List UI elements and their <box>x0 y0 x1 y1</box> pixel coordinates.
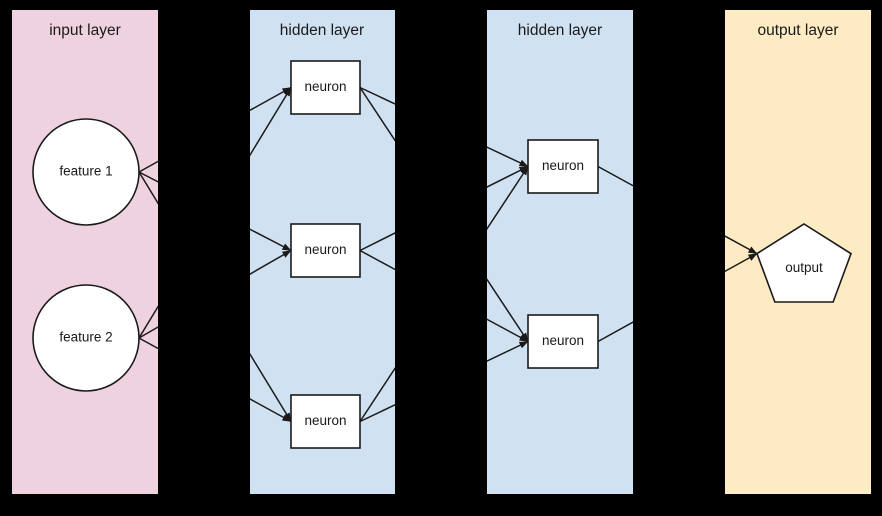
hidden-1-neuron-1-shape[interactable] <box>290 60 361 115</box>
edge-hidden-1-neuron-3-to-hidden-2-neuron-1 <box>359 367 395 422</box>
edge-hidden-1-neuron-3-to-hidden-2-neuron-1 <box>487 166 529 231</box>
hidden-1-neuron-1-label: neuron <box>304 79 346 94</box>
layer-title-input-layer: input layer <box>49 22 121 39</box>
node-hidden-1-neuron-2[interactable]: neuron <box>290 223 361 278</box>
layer-title-hidden-layer-1: hidden layer <box>280 22 364 39</box>
output-node-label: output <box>785 260 823 275</box>
edge-feature-1-to-hidden-1-neuron-1 <box>250 86 292 112</box>
node-hidden-2-neuron-2[interactable]: neuron <box>527 314 599 369</box>
hidden-2-neuron-1-shape[interactable] <box>527 139 599 194</box>
node-output-node[interactable]: output <box>756 223 852 303</box>
layer-band-input-layer <box>12 10 158 494</box>
edge-hidden-2-neuron-2-to-output-node <box>725 252 758 273</box>
edge-hidden-1-neuron-1-to-hidden-2-neuron-1 <box>359 86 395 105</box>
edge-hidden-1-neuron-2-to-hidden-2-neuron-2 <box>487 318 529 343</box>
edge-feature-1-to-hidden-1-neuron-2 <box>250 228 292 252</box>
edge-hidden-1-neuron-2-to-hidden-2-neuron-2 <box>359 249 395 271</box>
hidden-2-neuron-2-shape[interactable] <box>527 314 599 369</box>
edge-feature-2-to-hidden-1-neuron-2 <box>250 249 292 275</box>
node-hidden-1-neuron-3[interactable]: neuron <box>290 394 361 449</box>
edge-hidden-2-neuron-1-to-output-node <box>725 235 758 255</box>
edge-hidden-1-neuron-1-to-hidden-2-neuron-1 <box>487 146 529 168</box>
nodes-group: feature 1 feature 2 neuron neuron neuron neur… <box>32 60 852 449</box>
edge-feature-1-to-hidden-1-neuron-3 <box>250 352 292 422</box>
layer-title-hidden-layer-2: hidden layer <box>518 22 602 39</box>
hidden-1-neuron-2-label: neuron <box>304 242 346 257</box>
hidden-1-neuron-3-shape[interactable] <box>290 394 361 449</box>
feature-2-label: feature 2 <box>59 330 112 345</box>
feature-2-shape[interactable] <box>32 284 140 392</box>
layer-title-output-layer: output layer <box>758 22 839 39</box>
edge-hidden-1-neuron-3-to-hidden-2-neuron-2 <box>487 340 529 362</box>
edge-group-hidden-layer-2 <box>487 146 633 362</box>
node-hidden-1-neuron-1[interactable]: neuron <box>290 60 361 115</box>
edge-hidden-1-neuron-1-to-hidden-2-neuron-2 <box>359 87 395 142</box>
edge-group-hidden-layer-1 <box>250 86 395 423</box>
edge-hidden-1-neuron-2-to-hidden-2-neuron-1 <box>359 232 395 252</box>
edge-hidden-1-neuron-3-to-hidden-2-neuron-2 <box>359 404 395 423</box>
output-node-shape[interactable] <box>756 223 852 303</box>
node-feature-1[interactable]: feature 1 <box>32 118 140 226</box>
node-feature-2[interactable]: feature 2 <box>32 284 140 392</box>
hidden-1-neuron-3-label: neuron <box>304 413 346 428</box>
edge-hidden-2-neuron-1-to-output-node <box>597 165 633 187</box>
node-hidden-2-neuron-1[interactable]: neuron <box>527 139 599 194</box>
hidden-2-neuron-2-label: neuron <box>542 333 584 348</box>
edge-group-output-layer <box>725 235 758 273</box>
edge-feature-2-to-hidden-1-neuron-3 <box>250 398 292 423</box>
layer-band-hidden-layer-2 <box>487 10 633 494</box>
edge-hidden-1-neuron-1-to-hidden-2-neuron-2 <box>487 278 529 342</box>
feature-1-shape[interactable] <box>32 118 140 226</box>
layer-titles-group: input layer hidden layer hidden layer outpu… <box>49 22 838 39</box>
hidden-2-neuron-1-label: neuron <box>542 158 584 173</box>
hidden-1-neuron-2-shape[interactable] <box>290 223 361 278</box>
feature-1-label: feature 1 <box>59 164 112 179</box>
edge-hidden-2-neuron-2-to-output-node <box>597 321 633 343</box>
edge-feature-2-to-hidden-1-neuron-1 <box>250 87 292 157</box>
edge-hidden-1-neuron-2-to-hidden-2-neuron-1 <box>487 165 529 188</box>
